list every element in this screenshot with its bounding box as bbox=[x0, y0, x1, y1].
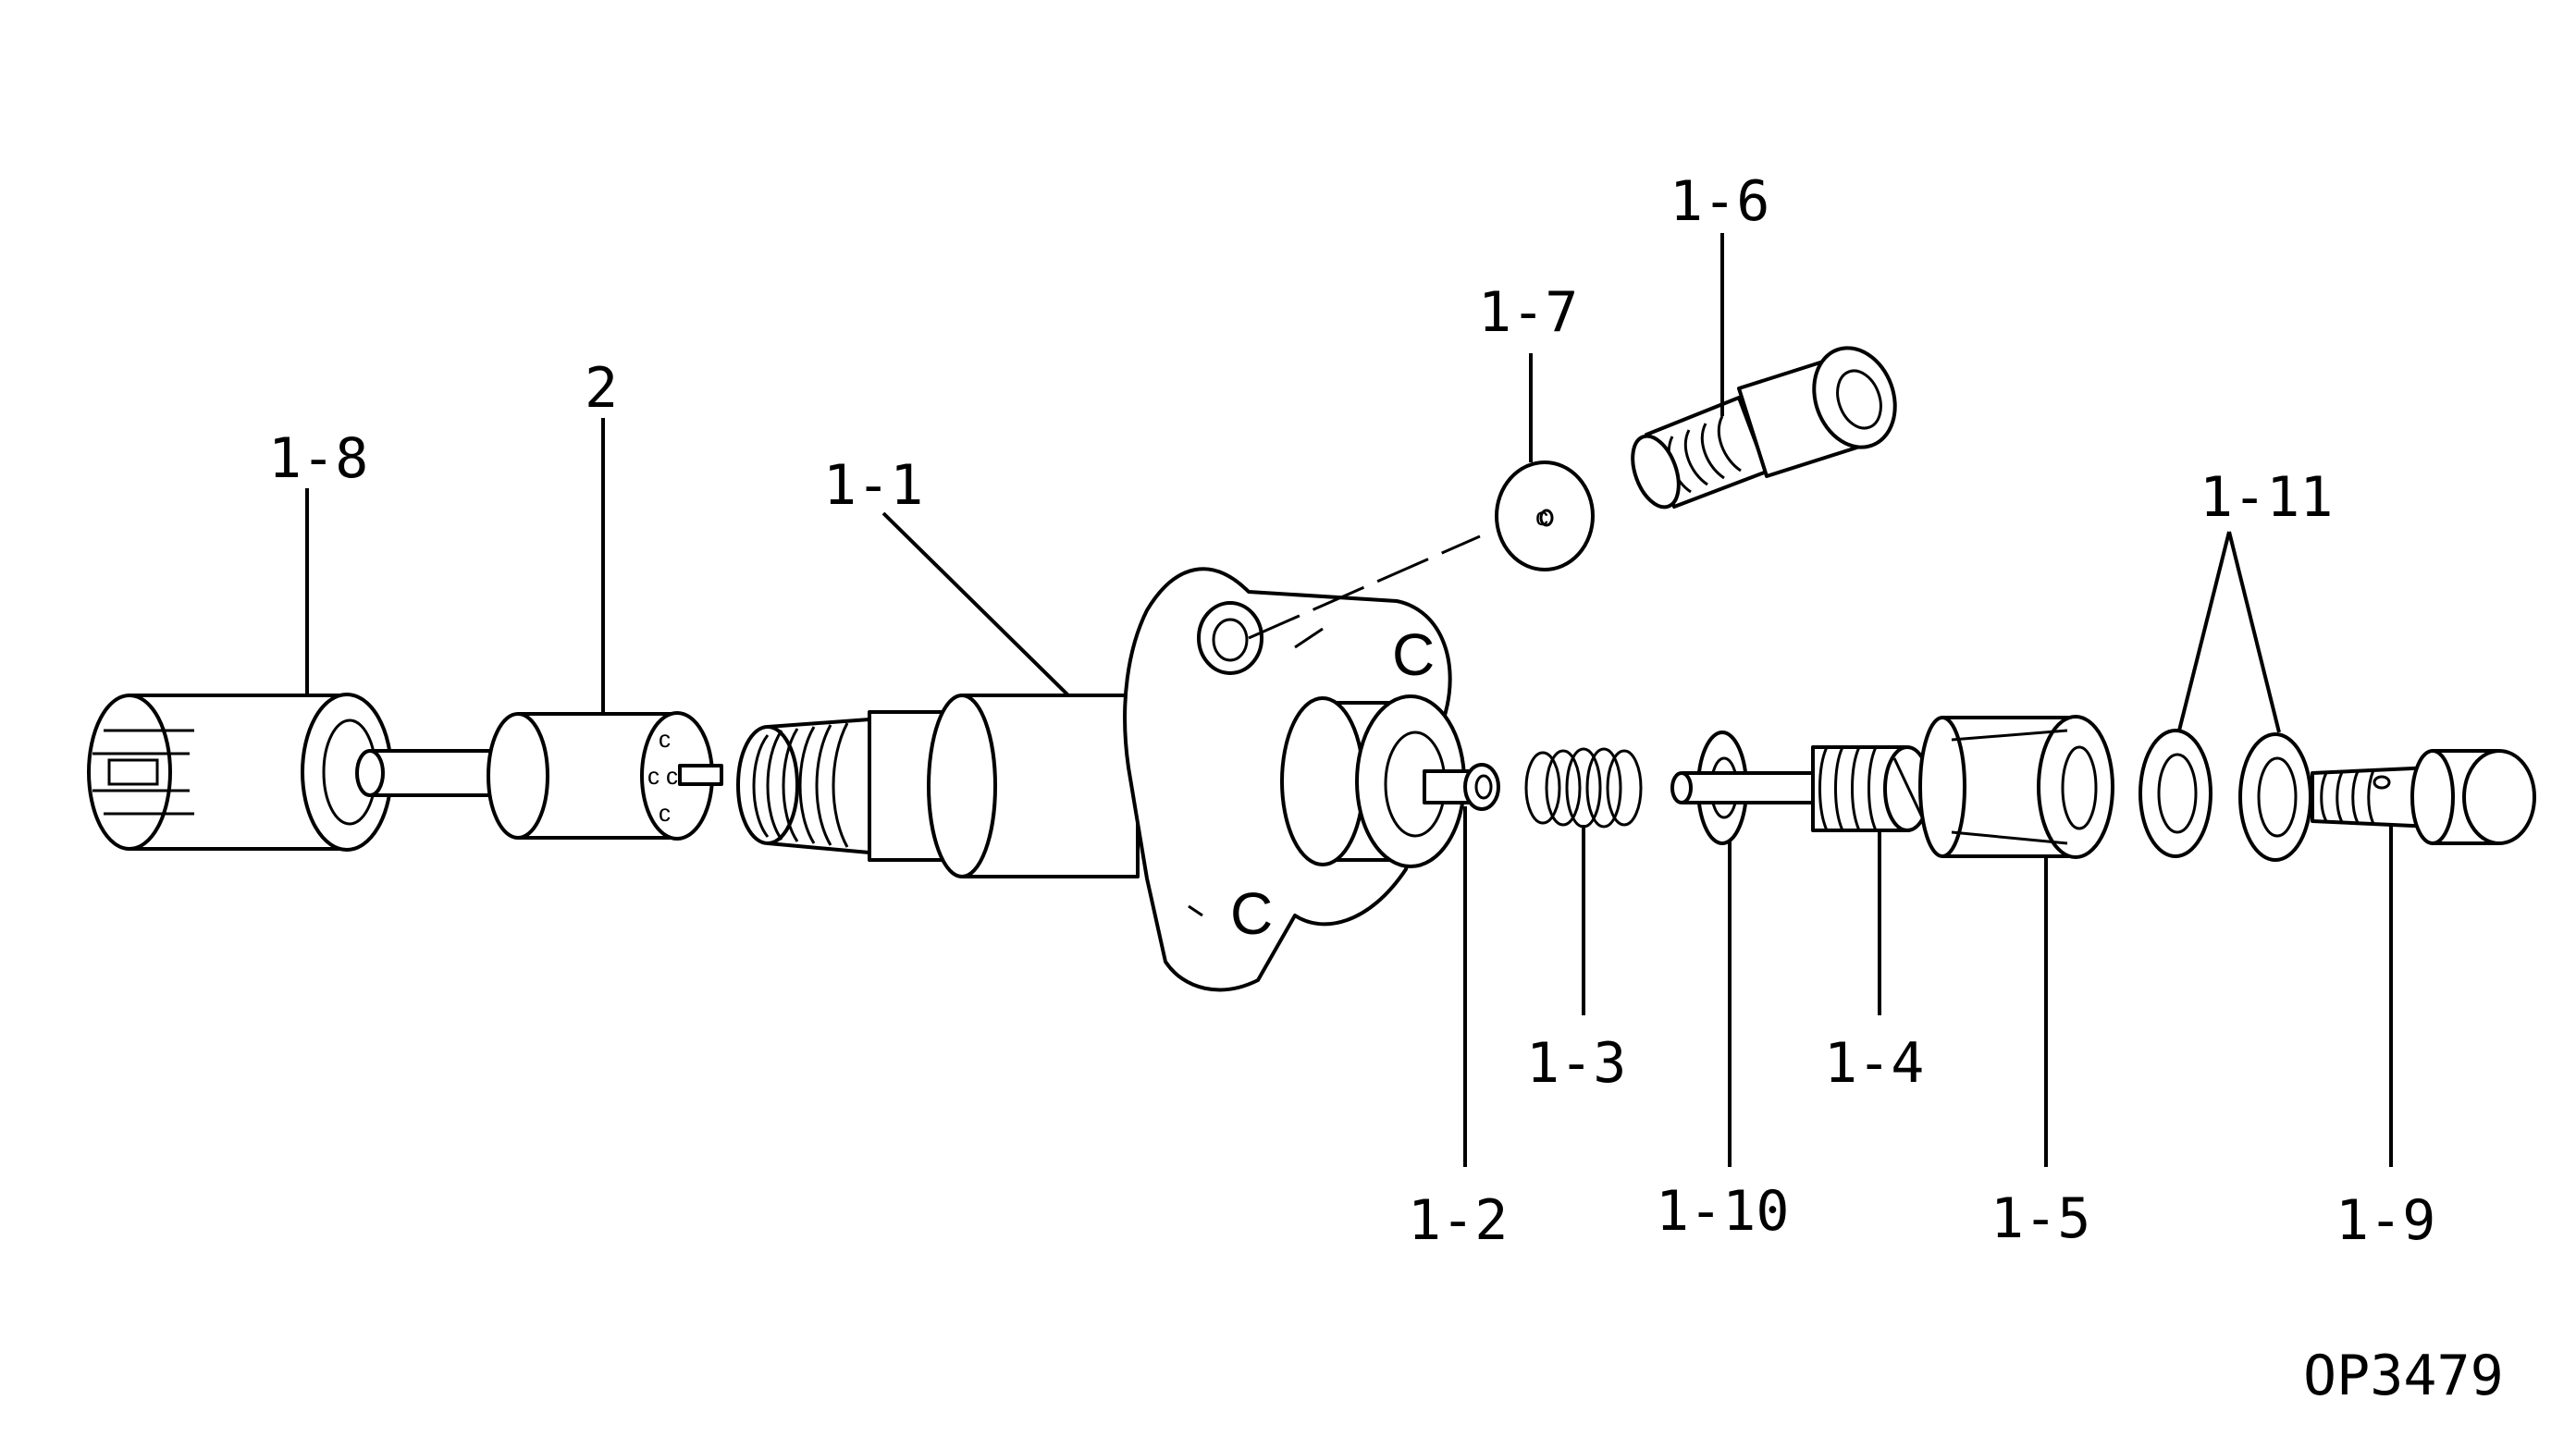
part-1-4-adjusting-screw bbox=[1670, 745, 1931, 832]
callout-1-6: 1-6 bbox=[1670, 169, 1769, 234]
figure-code: OP3479 bbox=[2303, 1344, 2504, 1408]
svg-text:C: C bbox=[1392, 621, 1435, 688]
callout-1-7: 1-7 bbox=[1478, 280, 1578, 345]
callout-labels: 1-8 2 1-1 1-7 1-6 1-11 1-3 1-4 1-2 1-10 … bbox=[268, 169, 2504, 1408]
svg-text:C: C bbox=[1230, 880, 1273, 947]
callout-1-8: 1-8 bbox=[268, 426, 368, 491]
svg-text:c: c bbox=[647, 762, 659, 790]
callout-1-1: 1-1 bbox=[823, 453, 923, 518]
part-1-7-washer: c bbox=[1495, 460, 1595, 571]
callout-1-3: 1-3 bbox=[1526, 1031, 1626, 1096]
callout-1-10: 1-10 bbox=[1656, 1179, 1790, 1244]
part-1-6-leak-off-connector bbox=[1631, 346, 1897, 510]
part-1-2-push-rod bbox=[1423, 763, 1500, 811]
leader-1-1 bbox=[881, 511, 1070, 697]
part-1-8-nozzle-nut bbox=[87, 693, 393, 852]
part-1-5-cap-nut bbox=[1918, 715, 2114, 859]
svg-text:c: c bbox=[666, 762, 678, 790]
callout-1-4: 1-4 bbox=[1824, 1031, 1924, 1096]
part-1-1-injector-body: C C bbox=[736, 534, 1481, 992]
part-1-9-inlet-connector bbox=[2311, 749, 2536, 845]
svg-text:c: c bbox=[1535, 502, 1548, 531]
leader-1-11-b bbox=[2227, 531, 2281, 733]
leader-1-11-a bbox=[2177, 531, 2231, 731]
part-2-nozzle: c c c c bbox=[355, 711, 723, 841]
leader-lines bbox=[305, 233, 2393, 1167]
svg-text:c: c bbox=[659, 799, 671, 827]
callout-1-5: 1-5 bbox=[1991, 1186, 2090, 1251]
part-1-11-gaskets bbox=[2138, 729, 2312, 862]
part-1-3-spring bbox=[1524, 747, 1643, 829]
callout-1-2: 1-2 bbox=[1408, 1188, 1508, 1253]
callout-2: 2 bbox=[585, 356, 618, 421]
svg-text:c: c bbox=[659, 725, 671, 753]
callout-1-9: 1-9 bbox=[2336, 1188, 2435, 1253]
callout-1-11: 1-11 bbox=[2200, 465, 2334, 530]
